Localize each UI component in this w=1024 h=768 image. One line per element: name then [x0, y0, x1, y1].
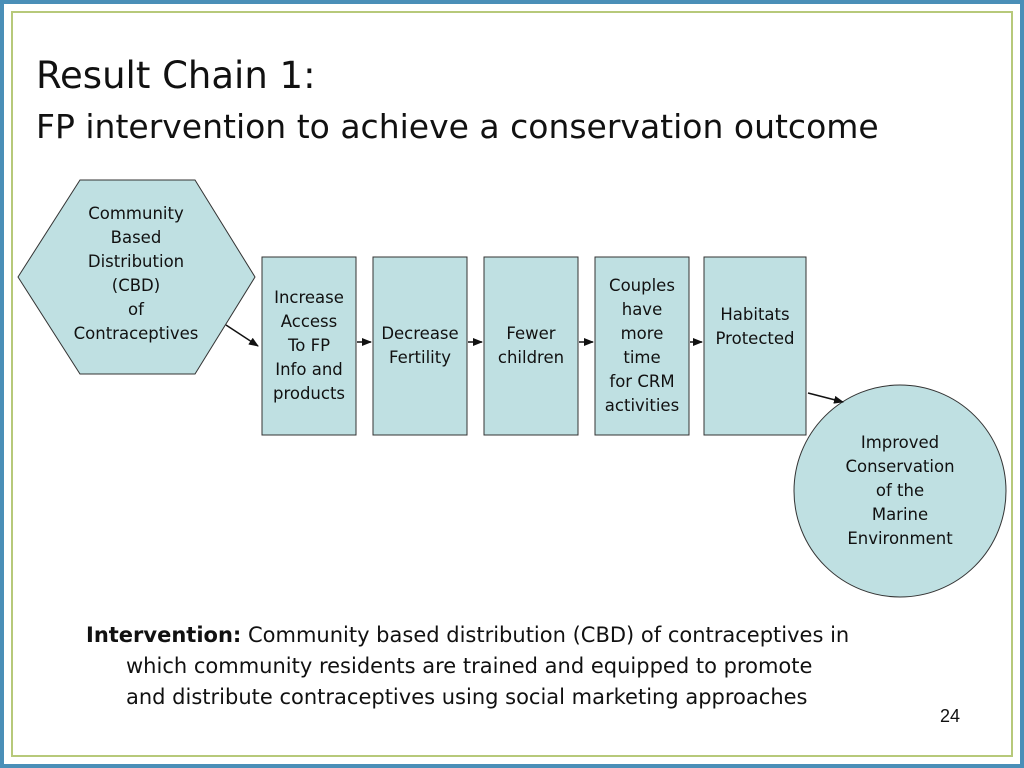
page-number: 24: [940, 706, 961, 726]
edge-cbd-to-access: [225, 324, 259, 347]
node-access-label: Increase Access To FP Info and products: [272, 288, 346, 403]
intervention-line-3: and distribute contraceptives using soci…: [126, 685, 808, 709]
node-time-shape: [594, 256, 690, 436]
slide-title: Result Chain 1:: [36, 54, 316, 97]
node-time-label: Couples have more time for CRM activitie…: [604, 276, 680, 415]
node-access-shape: [261, 256, 357, 436]
intervention-label: Intervention:: [86, 623, 242, 647]
edge-habitats-to-conservation: [807, 392, 844, 404]
node-cbd-shape: [17, 179, 256, 375]
node-conservation-shape: [793, 384, 1007, 598]
intervention-line-2: which community residents are trained an…: [126, 654, 813, 678]
slide-subtitle: FP intervention to achieve a conservatio…: [36, 107, 879, 146]
node-habitats-shape: [703, 256, 807, 436]
node-cbd-label: Community Based Distribution (CBD) of Co…: [73, 204, 199, 343]
node-habitats-label: Habitats Protected: [715, 305, 795, 348]
node-fertility-label: Decrease Fertility: [381, 324, 459, 367]
intervention-description: Intervention: Community based distributi…: [86, 620, 926, 713]
node-conservation-label: Improved Conservation of the Marine Envi…: [845, 433, 955, 548]
node-children-label: Fewer children: [497, 324, 565, 367]
node-fertility-shape: [372, 256, 468, 436]
intervention-line-1: Intervention: Community based distributi…: [86, 620, 926, 651]
intervention-text-1: Community based distribution (CBD) of co…: [241, 623, 850, 647]
node-children-shape: [483, 256, 579, 436]
